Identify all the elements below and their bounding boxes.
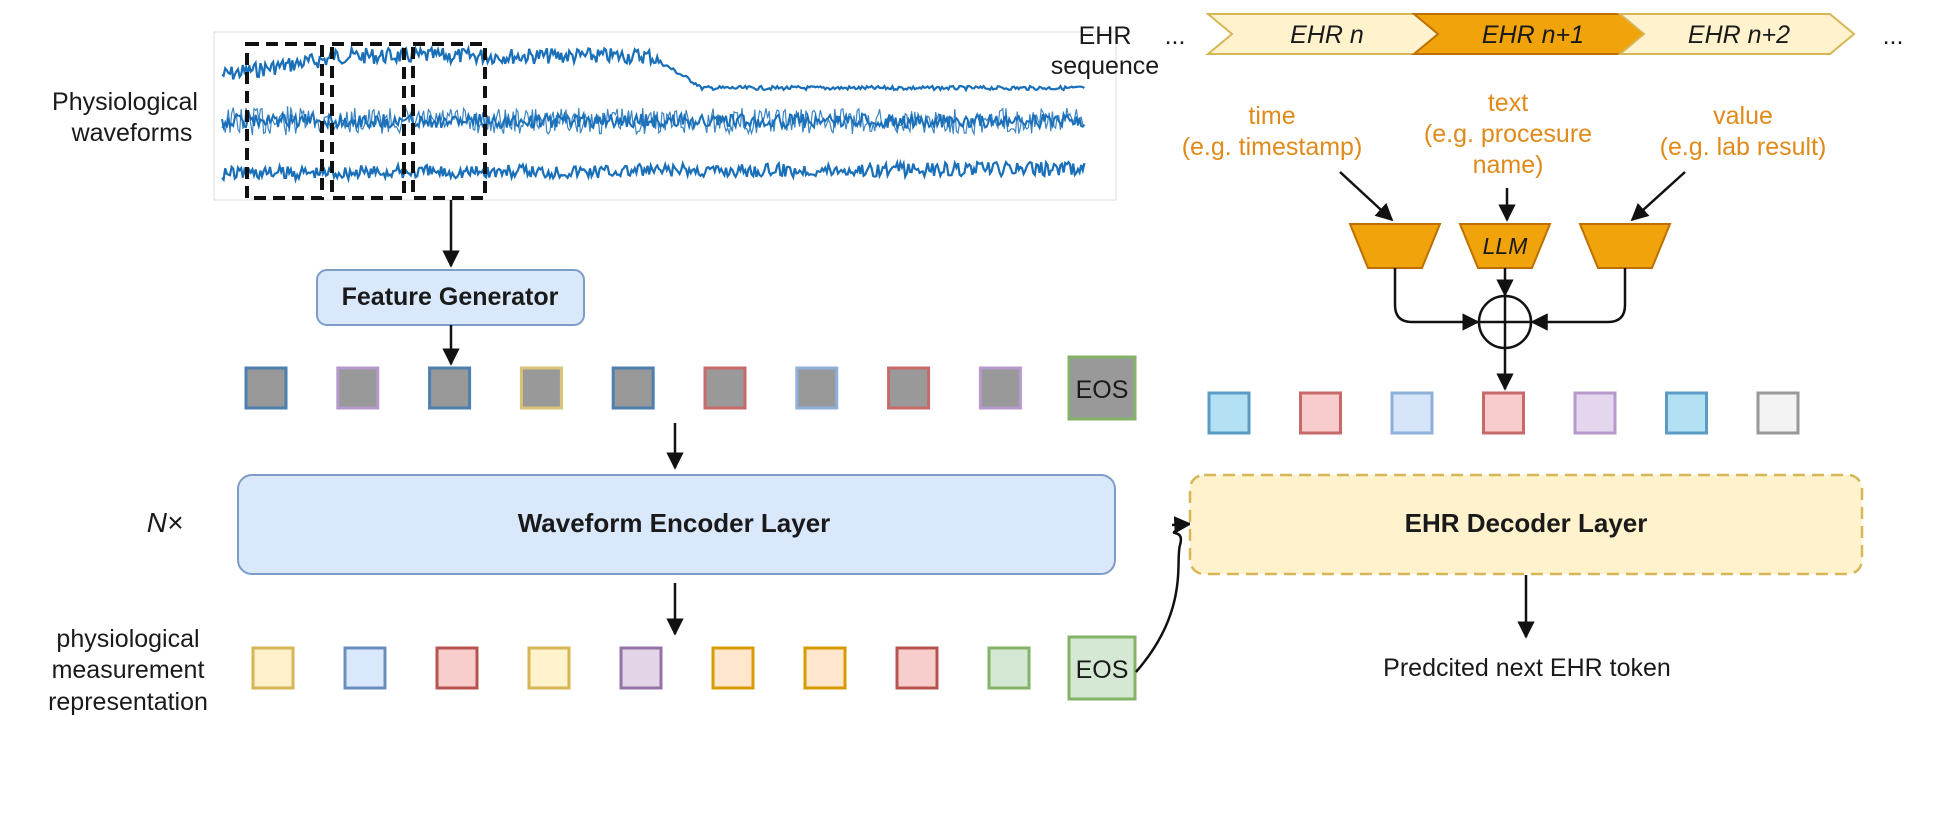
- arrow-time-to-encoder: [1339, 171, 1394, 222]
- repr-token: [987, 646, 1031, 690]
- feature-token: [978, 366, 1022, 410]
- ehr-embedding-token: [1665, 391, 1708, 435]
- ehr-embedding-token: [1573, 391, 1617, 435]
- repr-token: [527, 646, 571, 690]
- repr-label-1: physiological: [56, 625, 199, 653]
- ehr-embedding-token: [1207, 391, 1251, 435]
- window-1: [245, 42, 324, 200]
- repr-token: [895, 646, 939, 690]
- repr-label-2: measurement: [52, 656, 205, 684]
- llm-trapezoid: [1458, 223, 1552, 269]
- feature-token: [611, 366, 655, 410]
- waveform-encoder-box: [237, 474, 1116, 575]
- ehr-embedding-token: [1390, 391, 1434, 435]
- feature-token: [795, 366, 839, 410]
- ehr-token-n1-label: EHR n+1: [1482, 21, 1584, 49]
- repr-token: [619, 646, 663, 690]
- field-time-example: (e.g. timestamp): [1182, 133, 1363, 161]
- repr-label-3: representation: [48, 688, 208, 716]
- ehr-token-n-label: EHR n: [1290, 21, 1364, 49]
- repr-token: [711, 646, 755, 690]
- time-encoder-trapezoid: [1348, 223, 1442, 269]
- feature-generator-label: Feature Generator: [342, 283, 559, 311]
- physiological-waveforms: [221, 44, 1086, 184]
- value-to-sum-connector: [1530, 268, 1627, 331]
- field-value-name: value: [1713, 102, 1773, 130]
- ehr-ellipsis-right: ...: [1883, 22, 1904, 50]
- llm-label: LLM: [1483, 233, 1529, 259]
- feature-token: [336, 366, 380, 410]
- eos-to-decoder-curve: [1135, 521, 1193, 673]
- feature-eos-label: EOS: [1076, 376, 1129, 404]
- representation-token-row: [251, 646, 1031, 690]
- repr-token: [343, 646, 387, 690]
- field-time-name: time: [1248, 102, 1295, 130]
- predicted-token-label: Predcited next EHR token: [1383, 654, 1671, 682]
- ehr-embedding-token: [1756, 391, 1800, 435]
- waveform-trace: [221, 110, 1086, 132]
- waveform-trace: [221, 158, 1086, 184]
- ehr-token-n2: [1617, 13, 1856, 55]
- physio-waveforms-label-1: Physiological: [52, 88, 198, 116]
- arrow-value-to-encoder: [1630, 171, 1686, 222]
- repr-token: [435, 646, 479, 690]
- feature-token: [519, 366, 563, 410]
- field-text-example-2: name): [1473, 151, 1544, 179]
- ehr-embedding-token: [1299, 391, 1342, 435]
- feature-token: [887, 366, 931, 410]
- repr-eos-token: [1067, 635, 1137, 701]
- ehr-token-n2-label: EHR n+2: [1688, 21, 1790, 49]
- waveform-encoder-label: Waveform Encoder Layer: [518, 508, 831, 538]
- field-text-example-1: (e.g. procesure: [1424, 120, 1592, 148]
- repr-eos-label: EOS: [1076, 656, 1129, 684]
- feature-token: [703, 366, 747, 410]
- ehr-decoder-label: EHR Decoder Layer: [1405, 508, 1648, 538]
- repr-token: [251, 646, 295, 690]
- waveform-trace: [221, 44, 1085, 93]
- feature-token: [244, 366, 288, 410]
- repr-token: [803, 646, 847, 690]
- field-value-example: (e.g. lab result): [1660, 133, 1827, 161]
- feature-token: [428, 366, 472, 410]
- n-times-label: N×: [147, 507, 184, 538]
- ehr-embedding-row: [1207, 391, 1800, 435]
- ehr-sequence-label-1: EHR: [1079, 22, 1132, 50]
- feature-eos-token: [1067, 355, 1137, 421]
- field-text-name: text: [1488, 89, 1528, 117]
- ehr-embedding-token: [1482, 391, 1525, 435]
- feature-token-row: [244, 366, 1022, 410]
- eos-to-decoder-arrowhead: [1171, 516, 1192, 534]
- value-encoder-trapezoid: [1578, 223, 1672, 269]
- time-to-sum-connector: [1393, 268, 1480, 331]
- ehr-decoder-box: [1188, 473, 1864, 576]
- physio-waveforms-label-2: waveforms: [71, 119, 193, 147]
- ehr-ellipsis-left: ...: [1165, 22, 1186, 50]
- ehr-sequence-label-2: sequence: [1051, 52, 1159, 80]
